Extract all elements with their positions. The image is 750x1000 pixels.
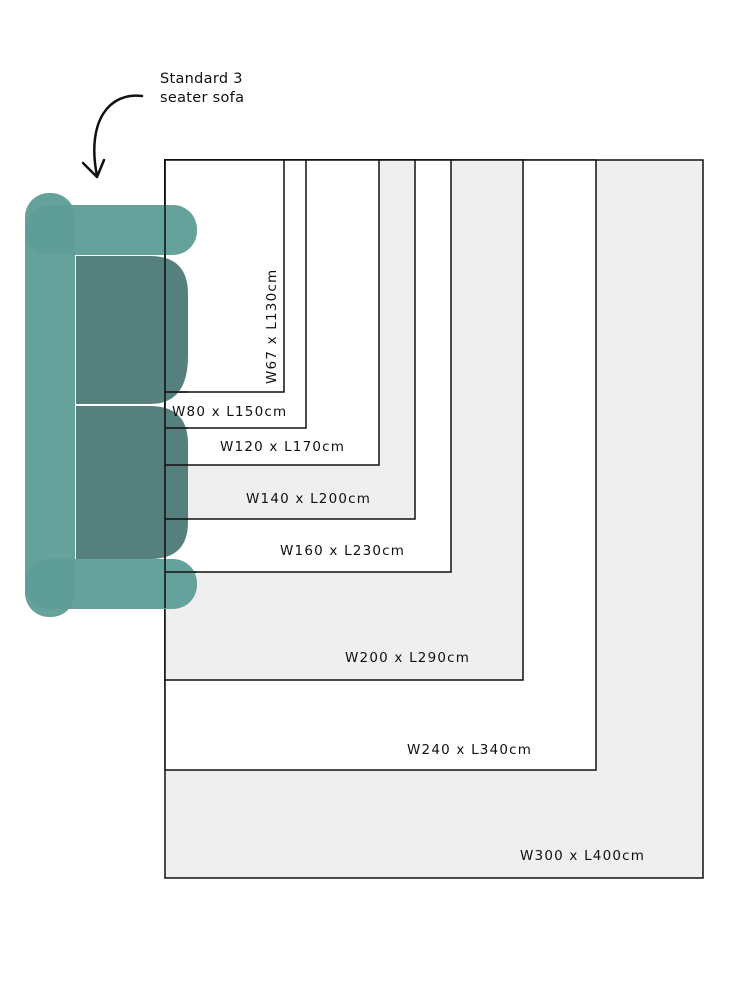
sofa-back (25, 193, 75, 617)
curved-arrow-icon (83, 96, 142, 177)
rug-label-w240: W240 x L340cm (407, 742, 532, 758)
rug-label-w120: W120 x L170cm (220, 439, 345, 455)
callout-line-1: Standard 3 (160, 71, 243, 87)
callout-line-2: seater sofa (160, 90, 244, 106)
rug-label-w67: W67 x L130cm (264, 269, 280, 384)
rug-label-w200: W200 x L290cm (345, 650, 470, 666)
sofa-arm-top (25, 205, 197, 255)
rug-label-w160: W160 x L230cm (280, 543, 405, 559)
rug-outlines (165, 160, 703, 878)
rug-label-w80: W80 x L150cm (172, 404, 287, 420)
sofa-arm-bottom (25, 559, 197, 609)
sofa-cushion-top (76, 256, 188, 404)
rug-label-w140: W140 x L200cm (246, 491, 371, 507)
rug-label-w300: W300 x L400cm (520, 848, 645, 864)
sofa-cushion-bottom (76, 406, 188, 559)
